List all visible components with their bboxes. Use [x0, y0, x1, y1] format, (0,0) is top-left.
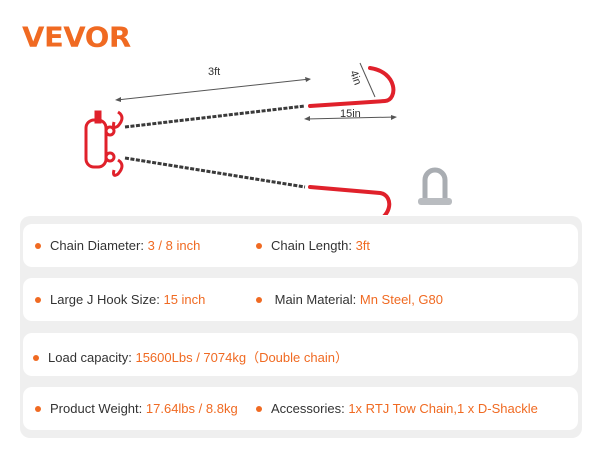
spec-label: Large J Hook Size: [50, 292, 160, 307]
spec-row: Chain Diameter: 3 / 8 inch Chain Length:… [23, 224, 578, 267]
bullet-icon [256, 242, 262, 249]
spec-weight: Product Weight: 17.64lbs / 8.8kg [35, 401, 238, 416]
spec-value: 15600Lbs / 7074kg（Double chain） [135, 350, 348, 365]
spec-value: 3ft [355, 238, 371, 253]
dimension-arrows: 3ft 15in 4in [115, 62, 397, 121]
bullet-icon [35, 405, 41, 412]
spec-material: Main Material: Mn Steel, G80 [256, 292, 443, 307]
bullet-icon [33, 354, 39, 361]
spec-hook-size: Large J Hook Size: 15 inch [35, 292, 205, 307]
spec-chain-diameter: Chain Diameter: 3 / 8 inch [35, 238, 200, 253]
spec-label: Chain Length: [271, 238, 352, 253]
bullet-icon [256, 296, 262, 303]
spec-value: 15 inch [163, 292, 206, 307]
spec-chain-length: Chain Length: 3ft [256, 238, 370, 253]
spec-label: Main Material: [274, 292, 357, 307]
bullet-icon [256, 405, 262, 412]
spec-label: Chain Diameter: [50, 238, 144, 253]
chain-length-dim: 3ft [208, 66, 220, 78]
specs-panel: Chain Diameter: 3 / 8 inch Chain Length:… [20, 216, 582, 438]
spec-value: 17.64lbs / 8.8kg [145, 401, 238, 416]
bullet-icon [35, 296, 41, 303]
product-image: 3ft 15in 4in [84, 62, 452, 215]
hook-width-dim: 4in [347, 69, 363, 87]
spec-label: Load capacity: [48, 350, 132, 365]
chains [124, 104, 306, 189]
spec-row: Load capacity: 15600Lbs / 7074kg（Double … [23, 333, 578, 376]
spec-row: Product Weight: 17.64lbs / 8.8kg Accesso… [23, 387, 578, 430]
spec-label: Accessories: [271, 401, 345, 416]
d-shackle-icon [418, 167, 452, 205]
spec-value: Mn Steel, G80 [359, 292, 443, 307]
spec-row: Large J Hook Size: 15 inch Main Material… [23, 278, 578, 321]
bullet-icon [35, 242, 41, 249]
spec-accessories: Accessories: 1x RTJ Tow Chain,1 x D-Shac… [256, 401, 538, 416]
grab-hooks-and-ring [84, 110, 124, 177]
spec-value: 3 / 8 inch [147, 238, 201, 253]
hook-length-dim: 15in [340, 108, 361, 120]
spec-value: 1x RTJ Tow Chain,1 x D-Shackle [348, 401, 538, 416]
vevor-logo: VEVOR [22, 20, 131, 54]
spec-load-capacity: Load capacity: 15600Lbs / 7074kg（Double … [33, 347, 348, 366]
j-hooks [308, 66, 396, 215]
spec-label: Product Weight: [50, 401, 143, 416]
